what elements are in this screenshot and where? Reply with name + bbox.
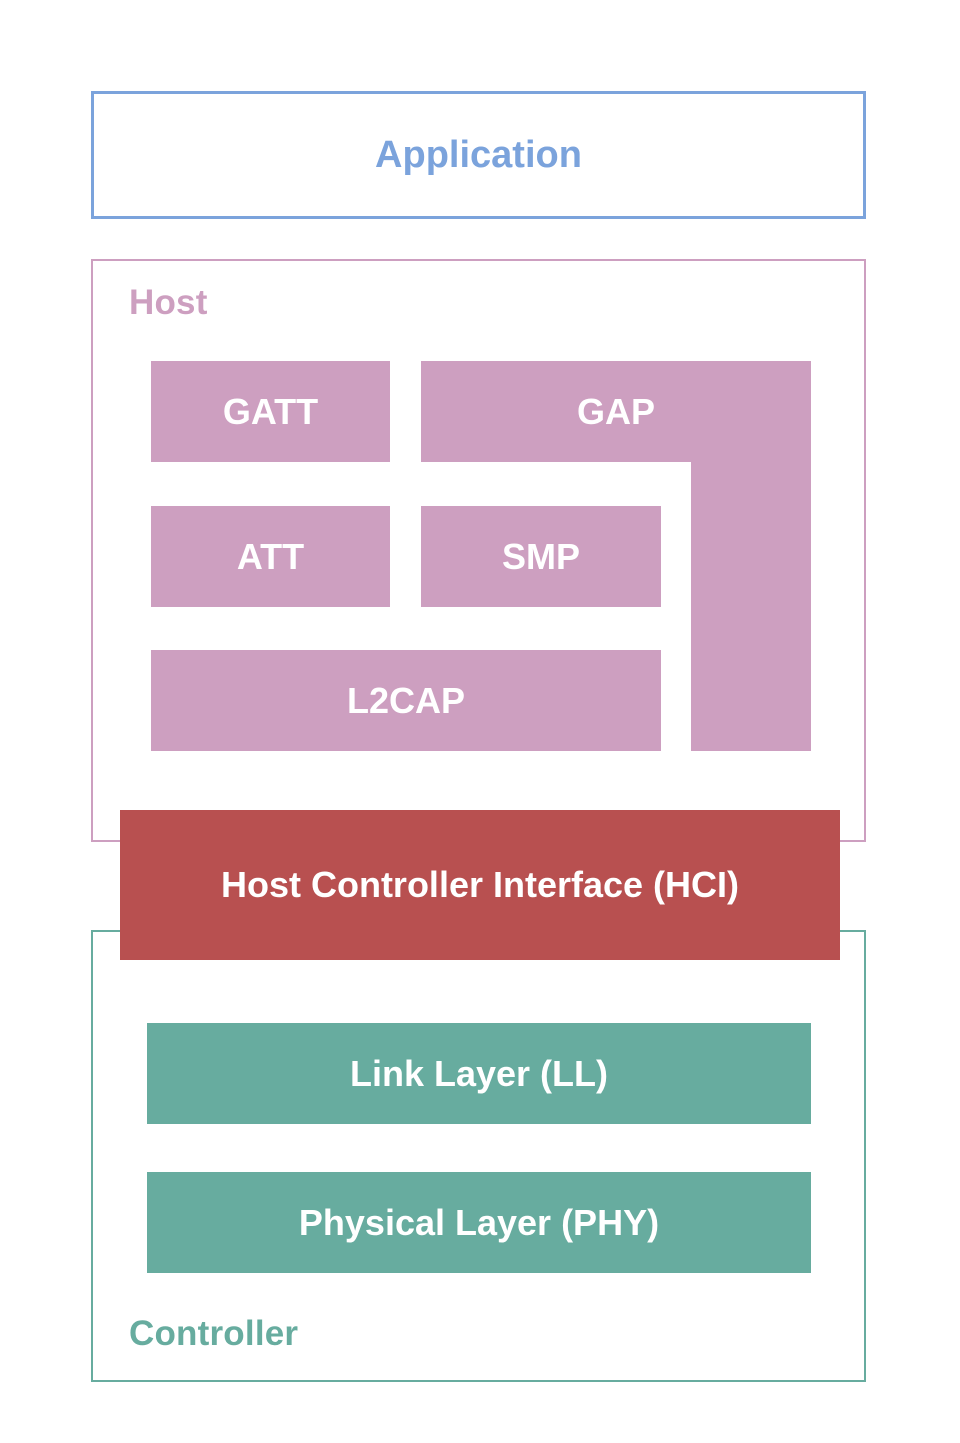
host-block-gap-label: GAP <box>576 390 655 432</box>
host-block-smp: SMP <box>421 506 661 607</box>
host-block-gatt: GATT <box>151 361 390 462</box>
controller-block-physical-layer: Physical Layer (PHY) <box>147 1172 811 1273</box>
application-group-box <box>91 91 866 219</box>
host-block-att: ATT <box>151 506 390 607</box>
host-label: Host <box>129 283 208 322</box>
gap-arm-side <box>691 456 811 751</box>
controller-label: Controller <box>129 1314 299 1353</box>
host-block-gap: GAP <box>421 361 811 751</box>
host-block-l2cap: L2CAP <box>151 650 661 751</box>
hci-block: Host Controller Interface (HCI) <box>120 810 840 960</box>
gap-arm-top <box>421 361 811 462</box>
controller-block-link-layer: Link Layer (LL) <box>147 1023 811 1124</box>
